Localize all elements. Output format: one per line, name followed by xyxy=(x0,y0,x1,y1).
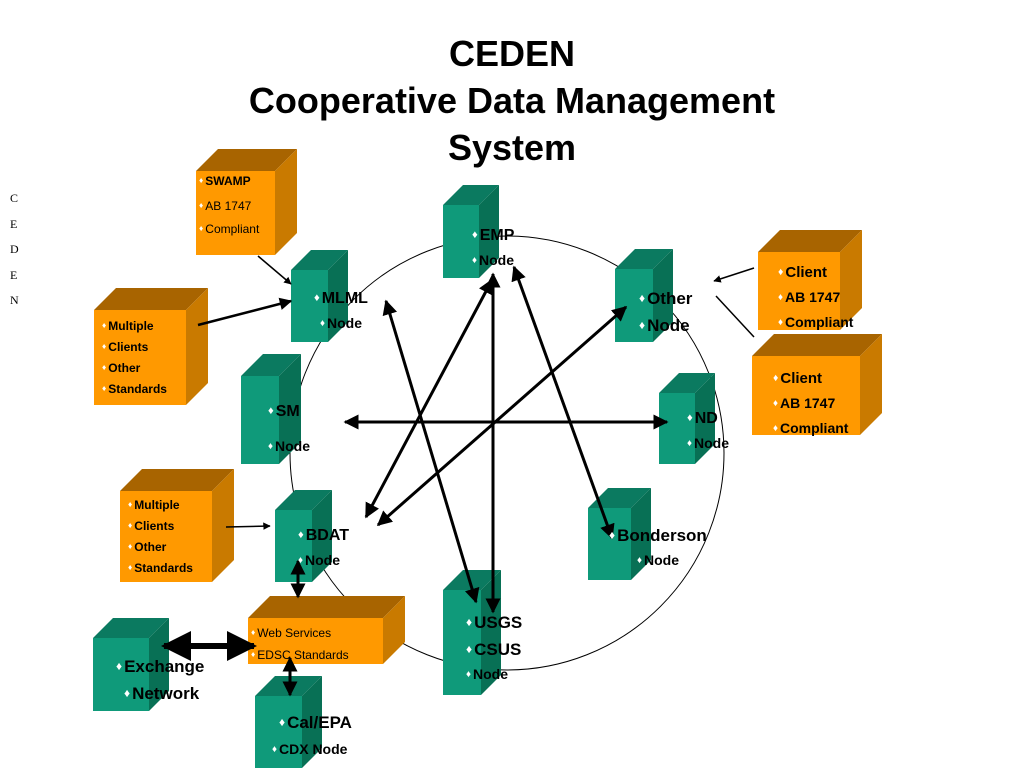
node-calepa: Cal/EPA CDX Node xyxy=(272,709,352,763)
node-other: Other Node xyxy=(639,285,692,339)
box-client-2-card-side xyxy=(860,334,882,435)
node-other-name: Other xyxy=(639,285,692,312)
box-multi-1-line-3: Other xyxy=(102,357,167,378)
node-sm-type: Node xyxy=(268,429,310,464)
side-letter: E xyxy=(10,216,18,231)
box-web-services-line-2: EDSC Standards xyxy=(251,644,348,666)
box-client-2-line-3: Compliant xyxy=(773,416,848,441)
node-bonderson-name: Bonderson xyxy=(609,523,707,548)
node-emp: EMP Node xyxy=(472,223,514,273)
connector-client1-other xyxy=(713,267,755,283)
title-line-1: CEDEN xyxy=(448,33,576,74)
box-swamp-card-side xyxy=(275,149,297,255)
side-letters: C E D E N xyxy=(10,186,19,314)
box-client-2-line-2: AB 1747 xyxy=(773,391,848,416)
node-nd: ND Node xyxy=(687,406,729,456)
node-usgs-type: Node xyxy=(466,663,522,686)
page-title: CEDEN Cooperative Data Management System xyxy=(0,30,1024,171)
box-web-services-card-side xyxy=(383,596,405,664)
side-letter: D xyxy=(10,242,19,256)
box-web-services: Web Services EDSC Standards xyxy=(251,622,349,666)
box-client-1-line-1: Client xyxy=(778,260,853,285)
box-multi-1-line-4: Standards xyxy=(102,378,167,399)
box-web-services-card-top xyxy=(248,596,405,618)
side-letter: E xyxy=(10,267,18,282)
connector-other-bdat xyxy=(376,305,628,527)
node-bonderson-type: Node xyxy=(609,548,707,573)
box-client-2-line-1: Client xyxy=(773,366,848,391)
node-mlml-type: Node xyxy=(314,311,368,336)
box-swamp-line-1: SWAMP xyxy=(199,171,259,190)
box-client-1-line-3: Compliant xyxy=(778,310,853,335)
box-multi-1: Multiple Clients Other Standards xyxy=(102,315,167,399)
node-bdat: BDAT Node xyxy=(298,523,349,573)
node-usgs: USGS CSUS Node xyxy=(466,609,522,686)
node-nd-type: Node xyxy=(687,431,729,456)
node-emp-type: Node xyxy=(472,248,514,273)
node-emp-name: EMP xyxy=(472,223,515,248)
client-connectors xyxy=(197,255,755,530)
node-exchange-name: Exchange xyxy=(116,653,204,680)
box-swamp-line-2: AB 1747 xyxy=(199,194,259,217)
box-client-2-card-top xyxy=(752,334,882,356)
side-letter: N xyxy=(10,293,19,307)
node-other-cube-top xyxy=(615,249,673,269)
node-exchange: Exchange Network xyxy=(116,653,204,707)
box-swamp-line-3: Compliant xyxy=(199,217,259,240)
node-mlml-cube-top xyxy=(291,250,348,270)
node-bdat-name: BDAT xyxy=(298,523,349,548)
box-multi-2-line-2: Clients xyxy=(128,515,193,536)
box-web-services-line-1: Web Services xyxy=(251,622,349,644)
node-nd-cube-top xyxy=(659,373,715,393)
box-swamp-card-top xyxy=(196,149,297,171)
box-multi-2-line-4: Standards xyxy=(128,557,193,578)
connector-multi2-bdat xyxy=(225,522,271,530)
box-client-1-card-top xyxy=(758,230,862,252)
connector-client2-other xyxy=(715,295,755,338)
title-line-2: Cooperative Data Management xyxy=(248,80,776,121)
box-multi-1-line-2: Clients xyxy=(102,336,167,357)
box-swamp: SWAMP AB 1747 Compliant xyxy=(199,171,259,240)
connector-multi1-mlml xyxy=(197,297,293,327)
connector-emp-bonderson xyxy=(511,265,615,540)
node-mlml: MLML Node xyxy=(314,286,368,336)
node-calepa-type: CDX Node xyxy=(272,736,352,763)
node-bdat-cube-top xyxy=(275,490,332,510)
node-sm: SM Node xyxy=(268,394,310,464)
box-multi-1-card-top xyxy=(94,288,208,310)
node-calepa-name: Cal/EPA xyxy=(272,709,352,736)
box-client-2: Client AB 1747 Compliant xyxy=(773,366,848,441)
node-usgs-name: USGS xyxy=(466,609,522,636)
box-client-1: Client AB 1747 Compliant xyxy=(778,260,853,335)
node-emp-cube-top xyxy=(443,185,499,205)
node-exchange-type: Network xyxy=(116,680,204,707)
connector-swamp-mlml xyxy=(257,255,292,285)
box-multi-2-card-top xyxy=(120,469,234,491)
node-other-type: Node xyxy=(639,312,692,339)
title-line-3: System xyxy=(447,127,577,168)
node-bdat-type: Node xyxy=(298,548,349,573)
box-multi-1-card-side xyxy=(186,288,208,405)
node-exchange-cube-top xyxy=(93,618,169,638)
side-letter: C xyxy=(10,191,19,205)
node-nd-name: ND xyxy=(687,406,729,431)
box-multi-2-line-1: Multiple xyxy=(128,494,193,515)
box-multi-2-line-3: Other xyxy=(128,536,193,557)
node-bonderson: Bonderson Node xyxy=(609,523,707,573)
node-mlml-name: MLML xyxy=(314,286,368,311)
node-sm-cube-top xyxy=(241,354,301,376)
box-multi-1-line-1: Multiple xyxy=(102,315,167,336)
connectors xyxy=(343,265,669,614)
box-multi-2-card-side xyxy=(212,469,234,582)
node-sm-name: SM xyxy=(268,394,310,429)
node-csus-name: CSUS xyxy=(466,636,522,663)
box-multi-2: Multiple Clients Other Standards xyxy=(128,494,193,578)
box-client-1-line-2: AB 1747 xyxy=(778,285,853,310)
